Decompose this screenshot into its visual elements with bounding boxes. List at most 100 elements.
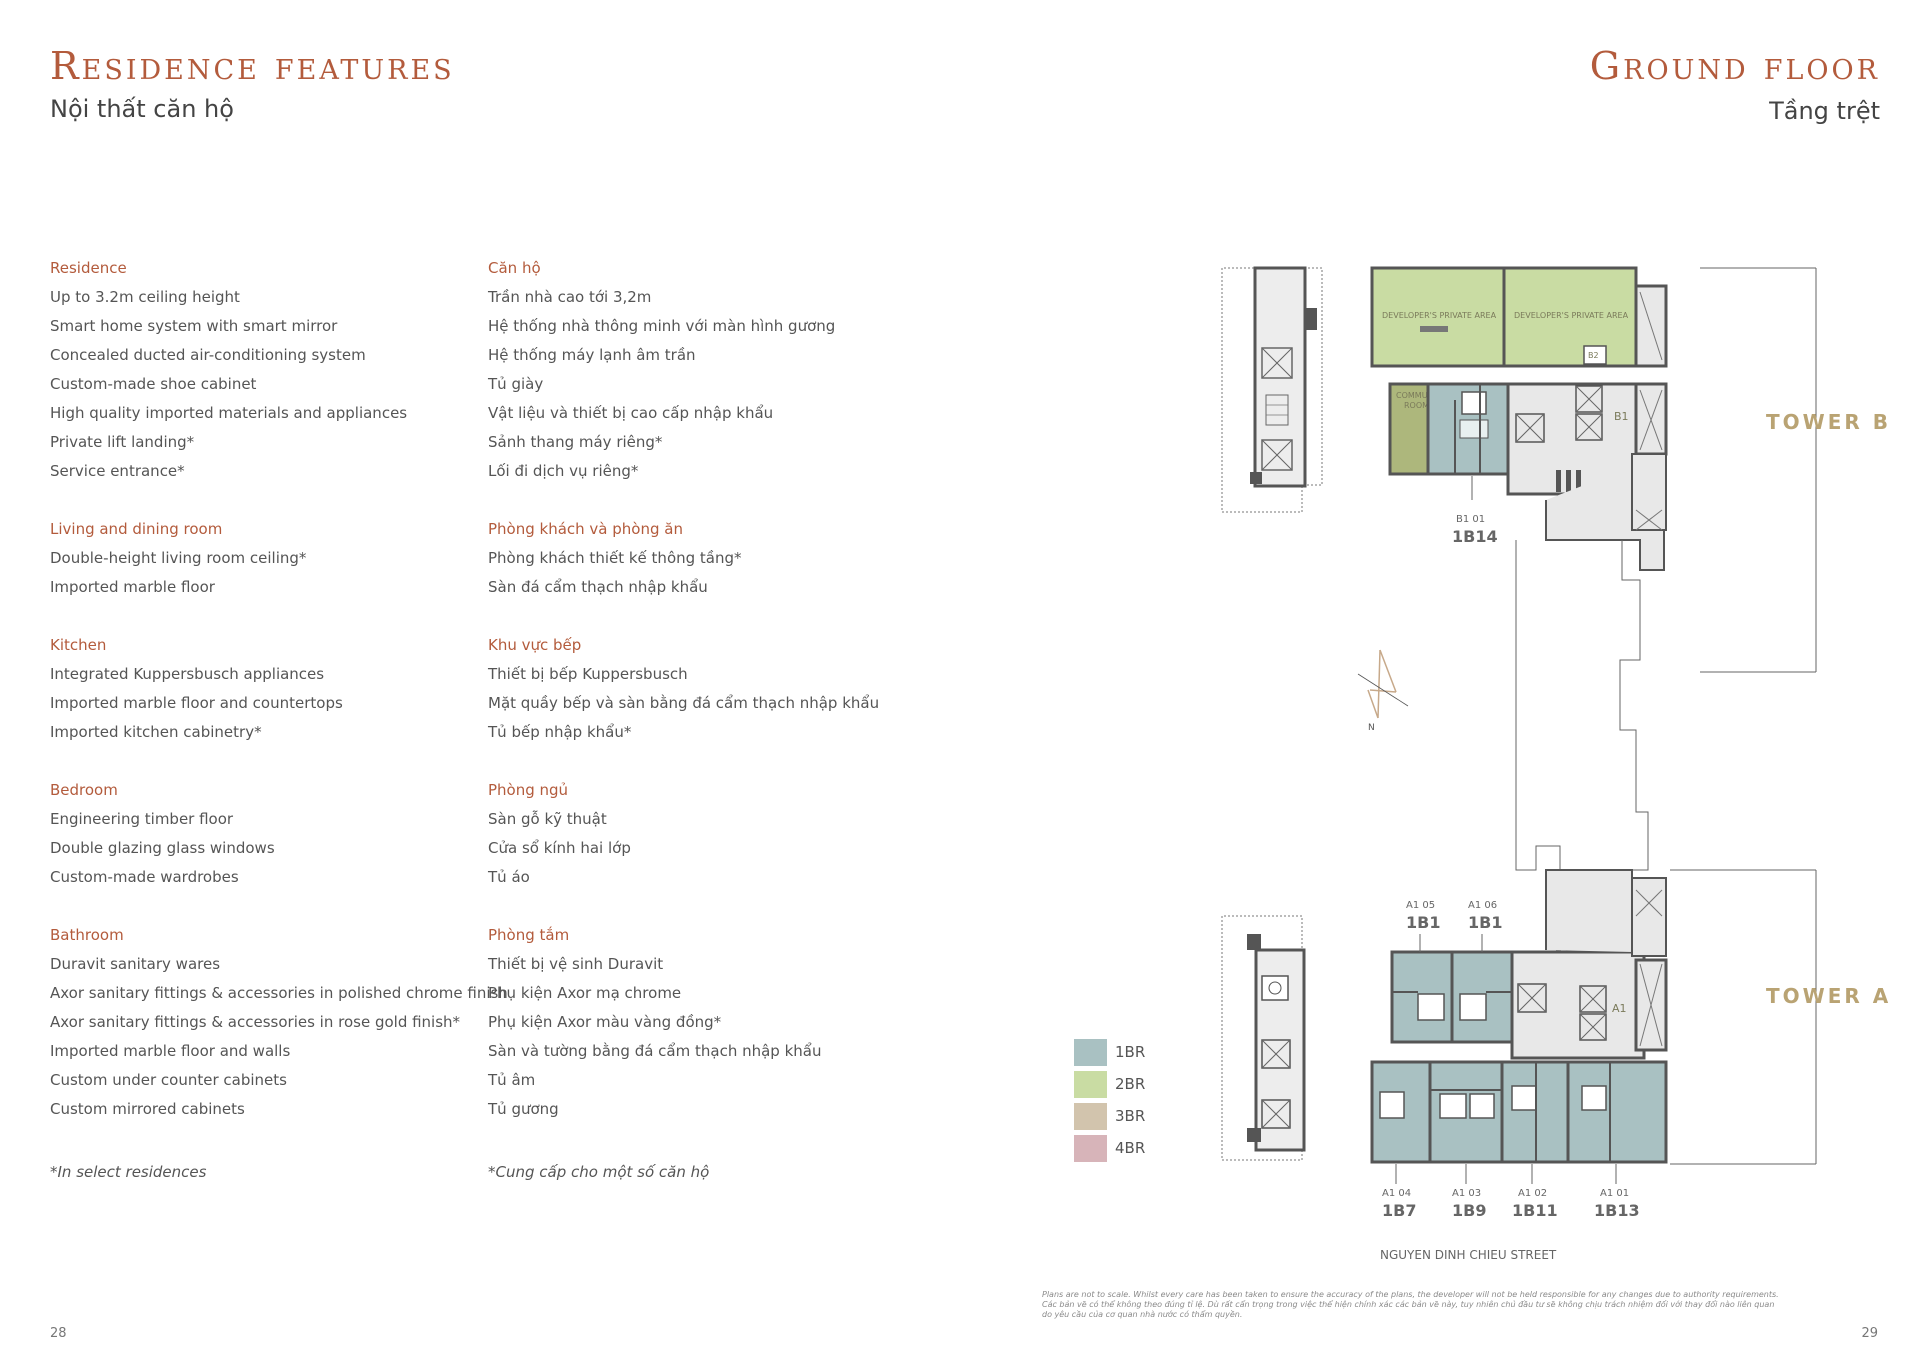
- feature-item: Integrated Kuppersbusch appliances: [50, 665, 325, 683]
- feature-item: Sàn gỗ kỹ thuật: [488, 810, 607, 828]
- feature-item: Axor sanitary fittings & accessories in …: [50, 1013, 461, 1031]
- podium-outline: [1515, 540, 1649, 871]
- north-compass: N: [1357, 649, 1409, 733]
- developer-private-area-label-1: DEVELOPER'S PRIVATE AREA: [1382, 311, 1497, 320]
- feature-item: Double glazing glass windows: [50, 839, 275, 857]
- section-heading: Residence: [50, 259, 127, 277]
- section-heading: Bedroom: [50, 781, 118, 799]
- feature-item: Imported marble floor and countertops: [50, 694, 343, 712]
- unit-a1-01: [1566, 1060, 1668, 1164]
- section-heading: Khu vực bếp: [488, 636, 582, 654]
- feature-item: Tủ giày: [488, 375, 544, 393]
- feature-item: Tủ âm: [488, 1071, 536, 1089]
- legend-item: 1BR: [1074, 1036, 1145, 1068]
- feature-item: Lối đi dịch vụ riêng*: [488, 462, 639, 480]
- feature-item: Custom mirrored cabinets: [50, 1100, 245, 1118]
- legend-swatch: [1074, 1102, 1107, 1130]
- feature-item: Cửa sổ kính hai lớp: [488, 839, 631, 857]
- disclaimer-line: Các bản vẽ có thể không theo đúng tỉ lệ.…: [1042, 1300, 1775, 1309]
- unit-a1-05-code: A1 05: [1406, 900, 1435, 911]
- feature-item: Service entrance*: [50, 462, 185, 480]
- unit-a1-03-name: 1B9: [1452, 1201, 1486, 1220]
- unit-a1-01-code: A1 01: [1600, 1188, 1629, 1199]
- unit-a1-06-code: A1 06: [1468, 900, 1497, 911]
- legend-item: 2BR: [1074, 1068, 1145, 1100]
- feature-item: Thiết bị vệ sinh Duravit: [488, 955, 664, 973]
- unit-b1-01-code: B1 01: [1456, 514, 1485, 525]
- section-heading: Căn hộ: [488, 259, 541, 277]
- developer-private-area-label-2: DEVELOPER'S PRIVATE AREA: [1514, 311, 1629, 320]
- feature-item: High quality imported materials and appl…: [50, 404, 408, 422]
- feature-item: Tủ áo: [488, 868, 530, 886]
- feature-item: Imported marble floor: [50, 578, 215, 596]
- left-subtitle: Nội thất căn hộ: [50, 95, 234, 123]
- street-label: NGUYEN DINH CHIEU STREET: [1380, 1248, 1557, 1262]
- feature-item: Phòng khách thiết kế thông tầng*: [488, 549, 742, 567]
- tower-a-label: TOWER A: [1766, 984, 1892, 1008]
- unit-a1-06-name: 1B1: [1468, 913, 1502, 932]
- left-title: Residence features: [50, 44, 455, 88]
- feature-section: Phòng khách và phòng ăn Phòng khách thiết…: [488, 515, 918, 602]
- community-room-label-1: COMMUNITY: [1396, 391, 1446, 400]
- section-heading: Phòng khách và phòng ăn: [488, 520, 683, 538]
- feature-item: Smart home system with smart mirror: [50, 317, 338, 335]
- unit-a1-02-name: 1B11: [1512, 1201, 1558, 1220]
- core-label-b1: B1: [1614, 410, 1629, 423]
- tower-b-label: TOWER B: [1766, 410, 1891, 434]
- tower-a-boundary: [1221, 915, 1303, 1161]
- legend-label: 3BR: [1115, 1107, 1146, 1125]
- section-heading: Bathroom: [50, 926, 124, 944]
- feature-item: Vật liệu và thiết bị cao cấp nhập khẩu: [488, 404, 774, 422]
- feature-item: Custom-made shoe cabinet: [50, 375, 257, 393]
- feature-item: Phụ kiện Axor mạ chrome: [488, 984, 682, 1002]
- feature-item: Phụ kiện Axor màu vàng đồng*: [488, 1013, 722, 1031]
- feature-item: Custom-made wardrobes: [50, 868, 239, 886]
- legend-label: 2BR: [1115, 1075, 1146, 1093]
- disclaimer: Plans are not to scale. Whilst every car…: [1042, 1290, 1852, 1320]
- legend-item: 3BR: [1074, 1100, 1145, 1132]
- feature-item: Private lift landing*: [50, 433, 195, 451]
- disclaimer-line: Plans are not to scale. Whilst every car…: [1042, 1290, 1779, 1299]
- core-label-a1: A1: [1612, 1002, 1627, 1015]
- feature-item: Engineering timber floor: [50, 810, 234, 828]
- feature-item: Trần nhà cao tới 3,2m: [488, 288, 652, 306]
- unit-a1-05-name: 1B1: [1406, 913, 1440, 932]
- feature-item: Up to 3.2m ceiling height: [50, 288, 240, 306]
- north-label: N: [1368, 723, 1375, 733]
- feature-item: Hệ thống máy lạnh âm trần: [488, 346, 696, 364]
- section-heading: Phòng tắm: [488, 926, 570, 944]
- unit-a1-04-name: 1B7: [1382, 1201, 1416, 1220]
- feature-item: Concealed ducted air-conditioning system: [50, 346, 366, 364]
- feature-item: Sàn đá cẩm thạch nhập khẩu: [488, 578, 708, 596]
- page-number-left: 28: [50, 1326, 67, 1341]
- legend-label: 4BR: [1115, 1139, 1146, 1157]
- feature-item: Axor sanitary fittings & accessories in …: [50, 984, 508, 1002]
- feature-item: Mặt quầy bếp và sàn bằng đá cẩm thạch nh…: [488, 694, 880, 712]
- tower-a-bracket: [1670, 869, 1817, 1165]
- right-title: Ground floor: [1589, 44, 1880, 88]
- select-residences-note-vi: *Cung cấp cho một số căn hộ: [488, 1163, 710, 1181]
- feature-item: Tủ bếp nhập khẩu*: [488, 723, 632, 741]
- unit-b1-01-name: 1B14: [1452, 527, 1498, 546]
- core-label-b2: B2: [1588, 351, 1599, 360]
- page-number-right: 29: [1861, 1326, 1878, 1341]
- legend-item: 4BR: [1074, 1132, 1145, 1164]
- tower-b-bracket: [1700, 267, 1817, 673]
- legend-label: 1BR: [1115, 1043, 1146, 1061]
- feature-item: Duravit sanitary wares: [50, 955, 221, 973]
- feature-item: Imported marble floor and walls: [50, 1042, 291, 1060]
- select-residences-note: *In select residences: [50, 1163, 207, 1181]
- section-heading: Kitchen: [50, 636, 107, 654]
- developer-private-area-2: [1502, 266, 1638, 368]
- core-a1: [1510, 950, 1646, 1060]
- legend-swatch: [1074, 1038, 1107, 1066]
